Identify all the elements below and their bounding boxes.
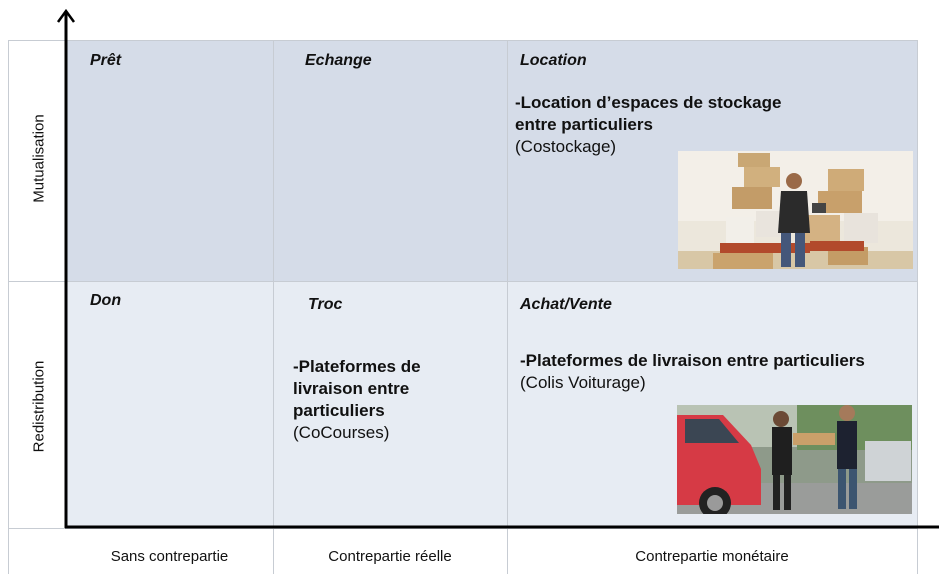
troc-normal-text: (CoCourses) — [293, 423, 390, 442]
col-label-contrepartie-reelle: Contrepartie réelle — [328, 548, 452, 565]
title-echange: Echange — [305, 52, 372, 69]
boxes-storage-photo — [678, 151, 913, 269]
col-label-contrepartie-monetaire: Contrepartie monétaire — [635, 548, 789, 565]
troc-content: -Plateformes de livraison entre particul… — [293, 356, 473, 444]
y-axis-arrowhead — [56, 8, 76, 23]
troc-bold-text: -Plateformes de livraison entre particul… — [293, 357, 421, 420]
achat-vente-content: -Plateformes de livraison entre particul… — [520, 350, 890, 394]
cell-troc — [273, 281, 507, 526]
col-label-sans-contrepartie: Sans contrepartie — [110, 548, 229, 565]
title-don: Don — [90, 292, 122, 309]
cell-pret — [66, 40, 273, 281]
grid-line-col1 — [273, 40, 274, 574]
grid-line-left — [8, 40, 9, 574]
location-normal-text: (Costockage) — [515, 137, 617, 156]
grid-line-right — [917, 40, 918, 574]
row-label-mutualisation: Mutualisation — [30, 114, 48, 203]
title-achat-vente: Achat/Vente — [520, 296, 612, 313]
location-content: -Location d’espaces de stockage entre pa… — [515, 92, 815, 158]
title-pret: Prêt — [90, 52, 122, 69]
grid-line-top — [8, 40, 918, 41]
location-bold-text: -Location d’espaces de stockage entre pa… — [515, 93, 782, 134]
title-troc: Troc — [308, 296, 343, 313]
cell-echange — [273, 40, 507, 281]
grid-line-col2 — [507, 40, 508, 574]
grid-line-middle — [8, 281, 918, 282]
achat-vente-normal-text: (Colis Voiturage) — [520, 373, 646, 392]
parcel-handover-photo — [677, 405, 912, 514]
achat-vente-bold-text: -Plateformes de livraison entre particul… — [520, 351, 865, 370]
cell-don — [66, 281, 273, 526]
row-label-redistribution: Redistribution — [30, 360, 48, 453]
title-location: Location — [520, 52, 587, 69]
